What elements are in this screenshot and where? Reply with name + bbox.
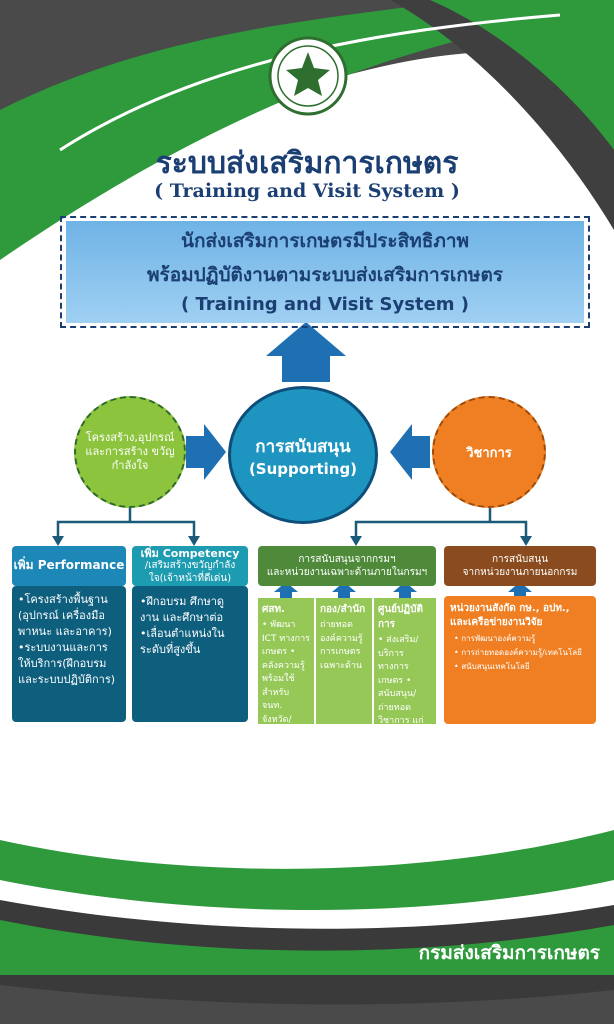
dept-sub-title: กอง/สำนัก [320,604,366,615]
right-arrow-icon [186,424,226,480]
competency-header: เพิ่ม Competency /เสริมสร้างขวัญกำลังใจ(… [132,546,248,586]
left-arrow-icon [390,424,430,480]
list-item: •ระบบงานและการให้บริการ(ฝึกอบรม และระบบป… [18,640,116,686]
small-up-arrow-icon [332,582,356,598]
dept-sub-division: กอง/สำนัก ถ่ายทอดองค์ความรู้ การเกษตร เฉ… [316,598,372,724]
external-header-line-2: จากหน่วยงานภายนอกกรม [462,567,578,578]
supporting-label-en: (Supporting) [248,459,358,478]
dept-sub-ict: ศสท. • พัฒนา ICT ทางการเกษตร • คลังความร… [258,598,314,738]
bottom-green-band [0,920,614,975]
department-seal [268,36,348,116]
department-header-line-1: การสนับสนุนจากกรมฯ [298,554,396,565]
list-item: • สนับสนุนเทคโนโลยี [454,662,530,672]
list-item: • การพัฒนาองค์ความรู้ [454,634,536,643]
small-up-arrow-icon [508,582,532,598]
dept-sub-text: ถ่ายทอดองค์ความรู้ การเกษตร เฉพาะด้าน [320,620,363,671]
department-support-header: การสนับสนุนจากกรมฯ และหน่วยงานเฉพาะด้านภ… [258,546,436,586]
footer-org-name: กรมส่งเสริมการเกษตร [418,942,600,964]
dept-sub-text: • พัฒนา ICT ทางการเกษตร • คลังความรู้ พร… [262,620,311,738]
dept-sub-center: ศูนย์ปฏิบัติการ • ส่งเสริม/บริการทางการเ… [374,598,436,780]
department-header-line-2: และหน่วยงานเฉพาะด้านภายในกรมฯ [266,567,428,578]
list-item: •โครงสร้างพื้นฐาน (อุปกรณ์ เครื่องมือ พา… [18,593,112,638]
top-right-green-swoosh [430,0,614,150]
list-item: •ฝึกอบรม ศึกษาดูงาน และศึกษาต่อ [140,595,225,624]
goal-line-3: ( Training and Visit System ) [180,294,470,315]
right-connector [354,508,528,540]
dept-sub-title: ศสท. [262,604,285,615]
external-intro: หน่วยงานสังกัด กษ., อปท., และเครือข่ายงา… [450,603,570,628]
performance-box: •โครงสร้างพื้นฐาน (อุปกรณ์ เครื่องมือ พา… [12,586,126,722]
dept-sub-title: ศูนย์ปฏิบัติการ [378,604,423,630]
performance-header: เพิ่ม Performance [12,546,126,586]
dept-sub-text: • ส่งเสริม/บริการทางการเกษตร • สนับสนุน/… [378,635,428,780]
title-thai: ระบบส่งเสริมการเกษตร [155,146,459,181]
goal-banner-border [60,216,590,328]
title-english: ( Training and Visit System ) [154,180,460,202]
goal-line-2: พร้อมปฏิบัติงานตามระบบส่งเสริมการเกษตร [146,264,504,286]
supporting-label-th: การสนับสนุน [255,436,351,457]
goal-line-1: นักส่งเสริมการเกษตรมีประสิทธิภาพ [180,230,470,252]
external-header-line-1: การสนับสนุน [491,554,549,565]
left-connector [56,508,196,540]
small-up-arrow-icon [393,582,417,598]
competency-box: •ฝึกอบรม ศึกษาดูงาน และศึกษาต่อ •เลื่อนต… [132,586,248,722]
competency-header-line-1: เพิ่ม Competency [140,546,240,560]
competency-header-line-2: /เสริมสร้างขวัญกำลังใจ(เจ้าหน้าที่ดีเด่น… [144,560,236,584]
goal-banner [66,221,584,323]
supporting-circle: การสนับสนุน (Supporting) [228,386,378,524]
list-item: • การถ่ายทอดองค์ความรู้/เทคโนโลยี [454,648,582,658]
structure-circle: โครงสร้าง,อุปกรณ์ และการสร้าง ขวัญกำลังใ… [74,396,186,508]
academic-circle: วิชาการ [432,396,546,508]
bottom-dark-edge [0,985,614,1024]
external-support-header: การสนับสนุน จากหน่วยงานภายนอกกรม [444,546,596,586]
list-item: •เลื่อนตำแหน่งในระดับที่สูงขึ้น [140,626,225,656]
top-green-swoosh [0,0,614,260]
up-arrow-icon [266,322,346,382]
external-support-box: หน่วยงานสังกัด กษ., อปท., และเครือข่ายงา… [444,596,596,724]
small-up-arrow-icon [274,582,298,598]
